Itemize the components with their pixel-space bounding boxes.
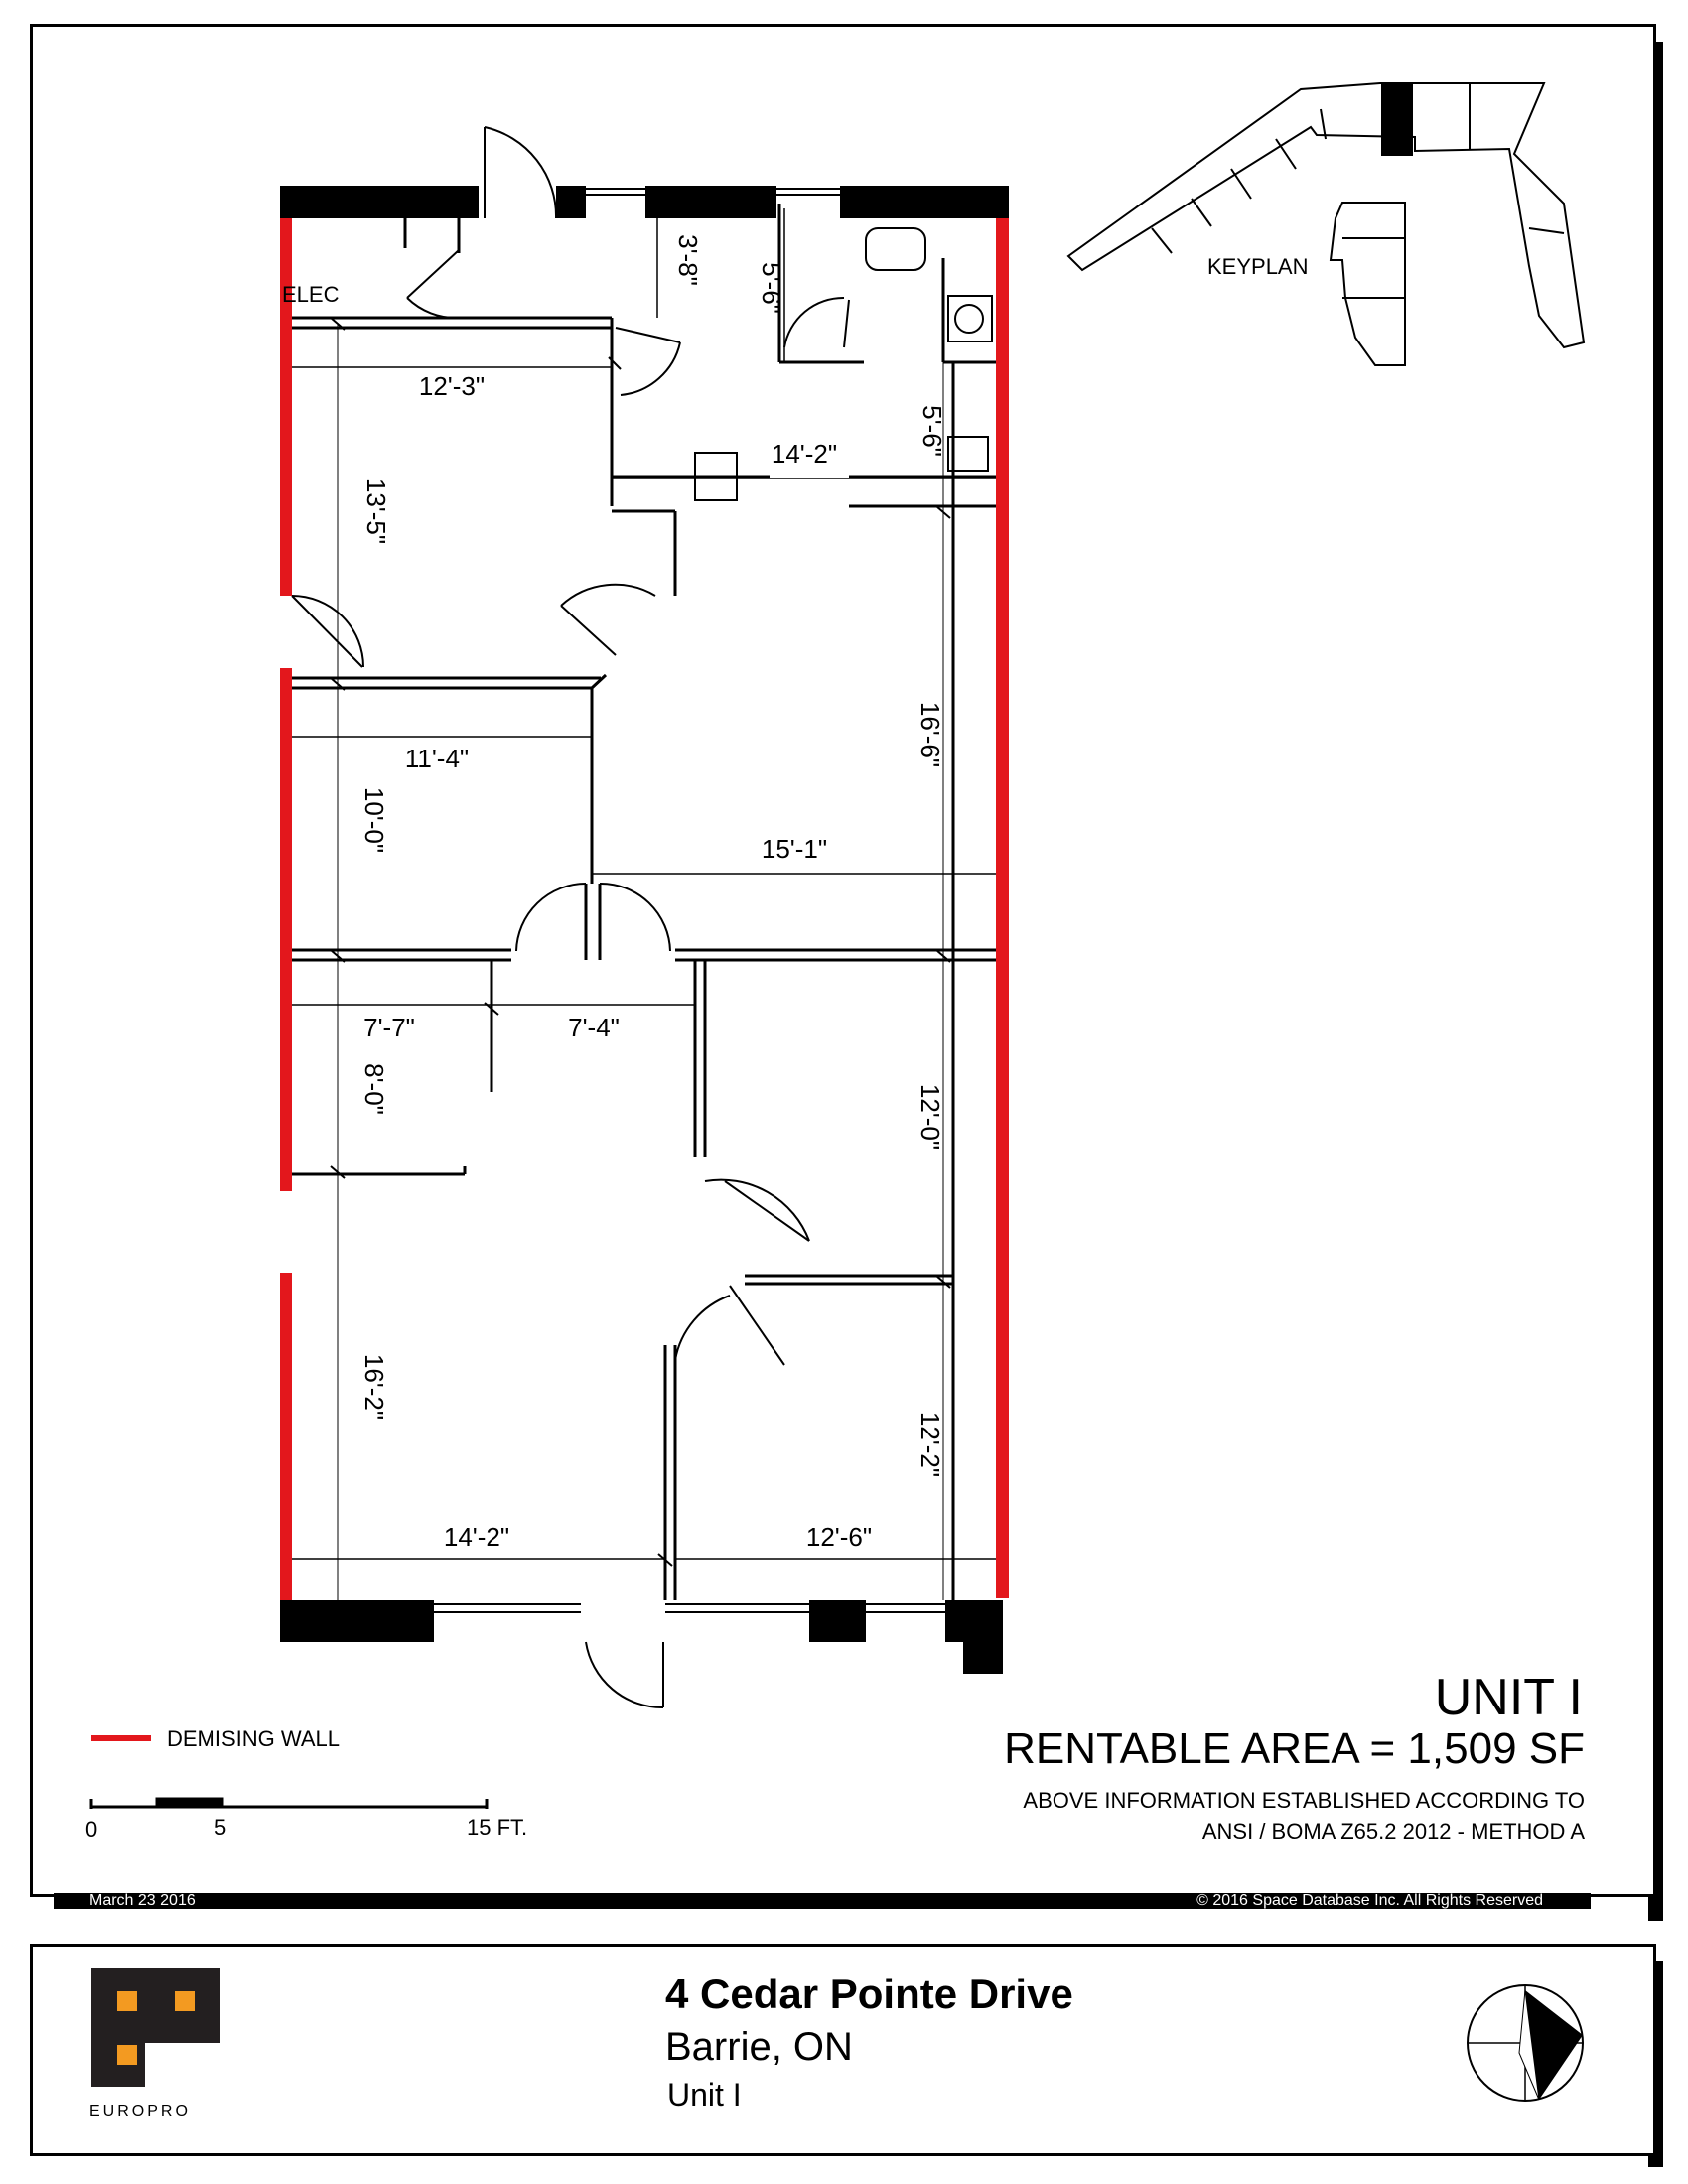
- unit-name: Unit I: [667, 2077, 742, 2113]
- dimension-labels: 3'-8" 5'-6" 12'-3" 5'-6" 14'-2" 13'-5" 1…: [359, 234, 947, 1552]
- window-top: [586, 188, 840, 196]
- dim-10-0: 10'-0": [359, 787, 389, 853]
- keyplan: [1066, 82, 1586, 366]
- interior-walls: [292, 204, 996, 1600]
- dim-16-2: 16'-2": [359, 1354, 389, 1420]
- north-arrow-icon: [1467, 1984, 1584, 2102]
- footer-copyright: © 2016 Space Database Inc. All Rights Re…: [1196, 1892, 1543, 1909]
- door-swings: [291, 126, 850, 1709]
- city: Barrie, ON: [665, 2025, 853, 2069]
- address: 4 Cedar Pointe Drive: [665, 1971, 1073, 2017]
- toilet-icon: [865, 227, 926, 271]
- dim-5-6-kitchen: 5'-6": [917, 405, 947, 457]
- europro-logo: [91, 1968, 220, 2087]
- logo-text: EUROPRO: [89, 2103, 191, 2119]
- window-bottom: [434, 1603, 945, 1613]
- dim-3-8: 3'-8": [673, 234, 703, 286]
- demising-walls: [280, 218, 1009, 1600]
- dim-12-2: 12'-2": [915, 1412, 945, 1477]
- exterior-wall-top: [280, 186, 1009, 218]
- dim-12-3: 12'-3": [419, 371, 485, 401]
- fixtures: [694, 227, 993, 501]
- dim-14-2-bottom: 14'-2": [444, 1522, 509, 1552]
- svg-text:0: 0: [85, 1817, 97, 1842]
- legend-demising-wall: DEMISING WALL: [167, 1726, 340, 1751]
- dim-7-7: 7'-7": [363, 1013, 415, 1042]
- dim-7-4: 7'-4": [568, 1013, 620, 1042]
- kitchen-sink-icon: [947, 436, 989, 472]
- dim-12-0: 12'-0": [915, 1084, 945, 1150]
- scale-bar-labels: 0 5 15 FT.: [85, 1815, 527, 1842]
- dim-13-5: 13'-5": [361, 478, 391, 544]
- dim-12-6: 12'-6": [806, 1522, 872, 1552]
- sink-icon: [947, 295, 993, 342]
- svg-text:5: 5: [214, 1815, 226, 1840]
- dim-16-6: 16'-6": [915, 702, 945, 767]
- footer-date: March 23 2016: [89, 1892, 196, 1909]
- room-label-elec: ELEC: [282, 282, 340, 307]
- rentable-area: RENTABLE AREA = 1,509 SF: [1004, 1724, 1585, 1773]
- exterior-wall-bottom: [280, 1600, 1003, 1674]
- standard-line-2: ANSI / BOMA Z65.2 2012 - METHOD A: [1201, 1819, 1585, 1843]
- dimension-lines: [292, 208, 996, 1560]
- dim-15-1: 15'-1": [762, 834, 827, 864]
- dim-5-6-washroom: 5'-6": [757, 262, 786, 314]
- scale-bar: [89, 1797, 489, 1809]
- dim-11-4: 11'-4": [405, 744, 469, 773]
- title-block-frame: [30, 1944, 1656, 2156]
- unit-title: UNIT I: [1434, 1669, 1583, 1726]
- keyplan-label: KEYPLAN: [1207, 254, 1309, 279]
- footer-bar: March 23 2016 © 2016 Space Database Inc.…: [54, 1892, 1591, 1909]
- dim-14-2-corridor: 14'-2": [772, 439, 837, 469]
- svg-text:15 FT.: 15 FT.: [467, 1815, 527, 1840]
- standard-line-1: ABOVE INFORMATION ESTABLISHED ACCORDING …: [1023, 1788, 1585, 1813]
- dim-8-0: 8'-0": [359, 1063, 389, 1115]
